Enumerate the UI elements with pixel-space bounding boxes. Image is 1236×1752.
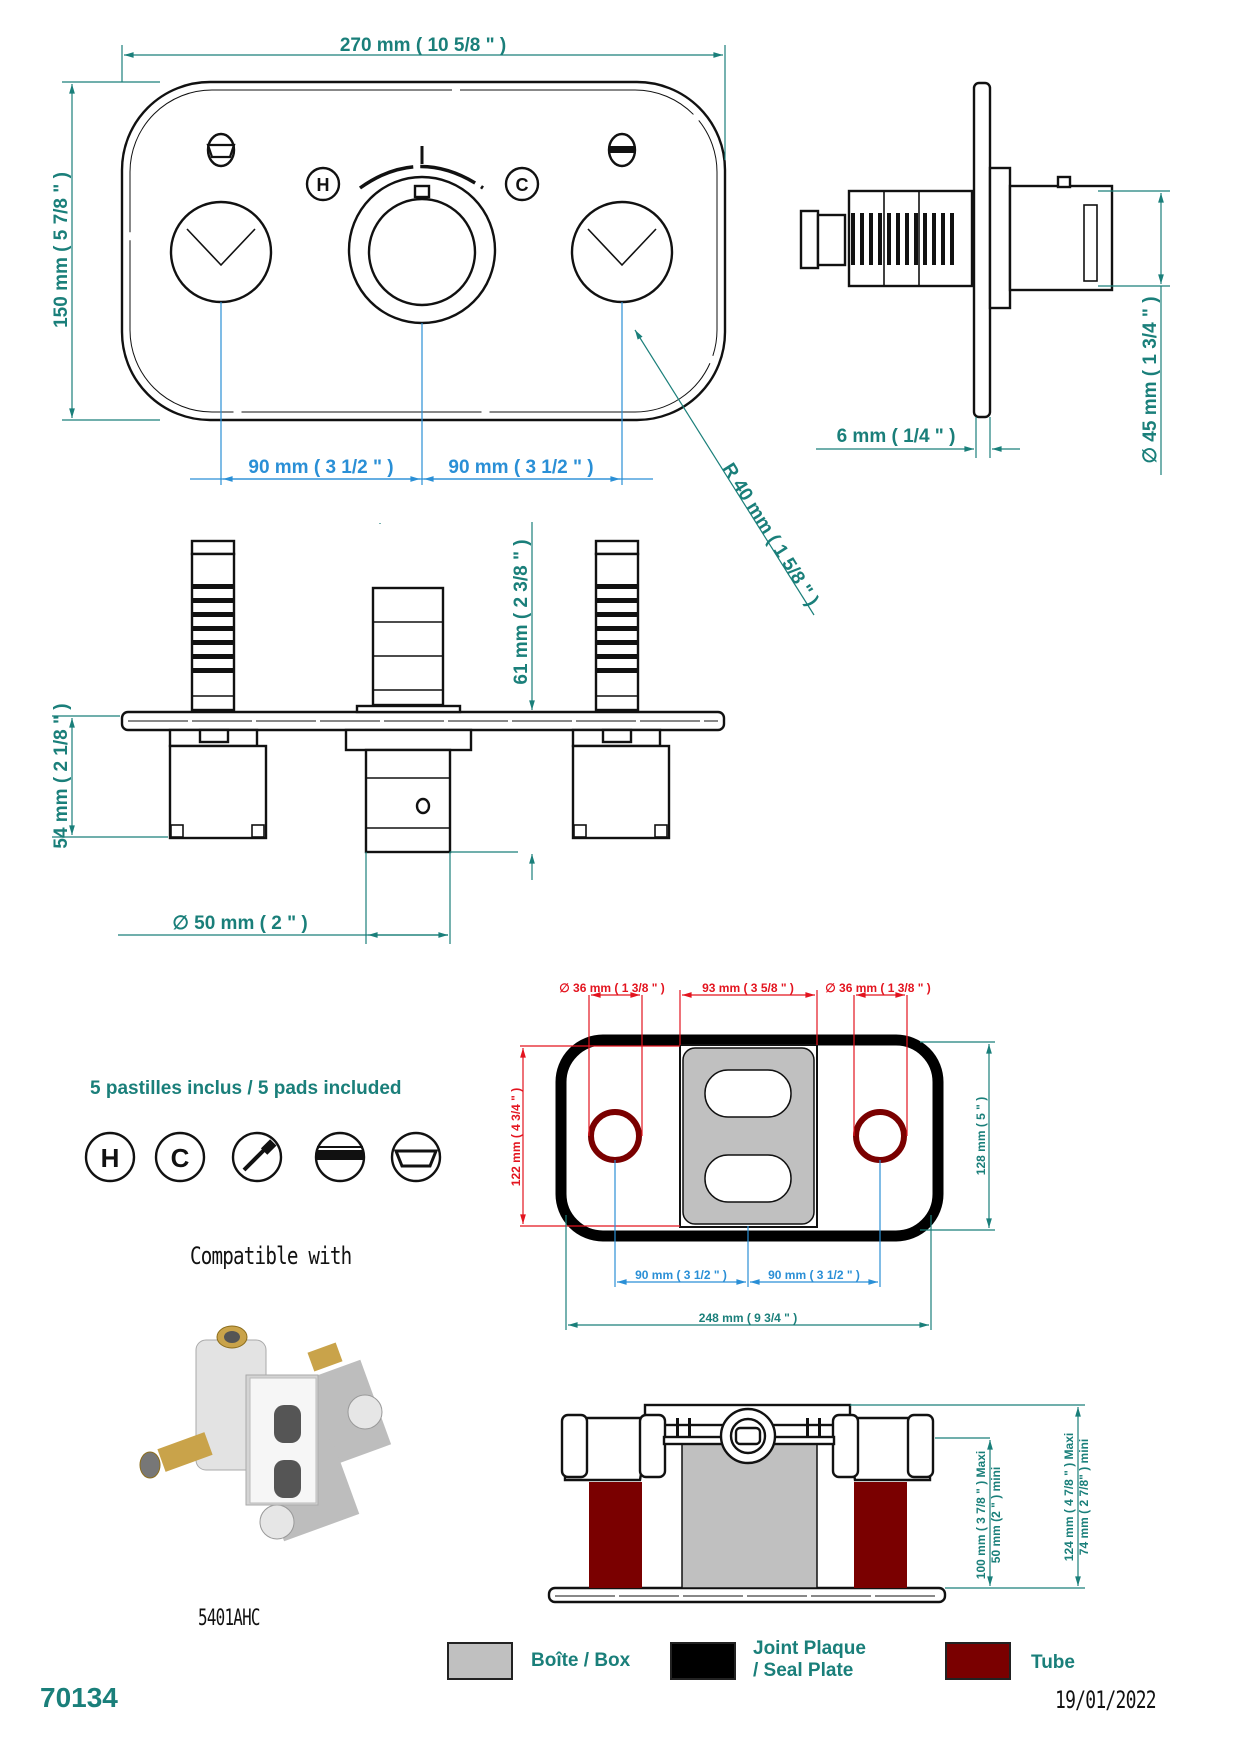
height-dimension: 150 mm ( 5 7/8 " ) [51, 172, 72, 328]
side-back-body [1008, 184, 1114, 292]
spacing-left-dimension: 90 mm ( 3 1/2 " ) [248, 457, 393, 478]
bath-tub-icon [206, 132, 236, 168]
box-width-dimension: 93 mm ( 3 5/8 " ) [702, 981, 794, 995]
side-spindle-cap [799, 209, 820, 270]
hot-icon: H [84, 1131, 136, 1183]
rain-shower-icon [607, 132, 637, 168]
legend-swatch-box [447, 1642, 513, 1680]
center-cartridge [364, 748, 452, 854]
width-dimension: 270 mm ( 10 5/8 " ) [340, 35, 506, 56]
compatible-model: 5401AHC [198, 1606, 260, 1631]
seal-plate [555, 1034, 944, 1242]
outer-height-dimension: 128 mm ( 5 " ) [974, 1097, 988, 1175]
back-depth-dimension: 54 mm ( 2 1/8 " ) [51, 703, 72, 848]
front-depth-dimension: 61 mm ( 2 3/8 " ) [511, 539, 532, 684]
right-handle-mark [587, 228, 657, 267]
left-valve-body [168, 744, 268, 840]
side-view: ∅ 45 mm ( 1 3/4 " ) 6 mm ( 1/4 " ) [799, 81, 1170, 475]
legend-swatch-tube [945, 1642, 1011, 1680]
compatible-product-image [139, 1325, 392, 1542]
outer-depth-max-dimension: 124 mm ( 4 7/8 " ) Maxi [1062, 1433, 1076, 1561]
cartridge-diameter-dimension: ∅ 50 mm ( 2 " ) [172, 913, 307, 934]
section-box [681, 1443, 818, 1589]
outer-depth-min-dimension: 74 mm ( 2 7/8" ) mini [1077, 1439, 1091, 1555]
hot-icon: H [305, 166, 341, 202]
top-view: 61 mm ( 2 3/8 " ) 54 mm ( 2 1/8 " ) ∅ 50… [51, 522, 726, 944]
left-tube-hole [588, 1109, 642, 1163]
cold-icon: C [504, 166, 540, 202]
cutout-spacing-left-dimension: 90 mm ( 3 1/2 " ) [635, 1268, 727, 1282]
thermostat-knob [367, 197, 477, 307]
center-knob [371, 586, 445, 707]
inner-depth-max-dimension: 100 mm ( 3 7/8 " ) Maxi [974, 1451, 988, 1579]
section-view: 100 mm ( 3 7/8 " ) Maxi 50 mm (2 " ) min… [547, 1403, 1091, 1604]
pad-icons: H C [84, 1131, 442, 1183]
pad-cold-glyph: C [171, 1143, 190, 1173]
right-valve-body [571, 744, 671, 840]
right-handle [570, 200, 674, 304]
left-hole-diameter-dimension: ∅ 36 mm ( 1 3/8 " ) [559, 981, 665, 995]
side-plate [972, 81, 992, 419]
side-spindle [816, 213, 847, 267]
temperature-arc [358, 164, 484, 190]
left-handle-mark [186, 228, 256, 267]
faceplate-inner-edge [129, 89, 718, 413]
cutout-spacing-right-dimension: 90 mm ( 3 1/2 " ) [768, 1268, 860, 1282]
right-tube-hole [853, 1109, 907, 1163]
legend-label-box: Boîte / Box [531, 1650, 631, 1671]
knob-indicator [413, 184, 431, 199]
legend-swatch-seal [670, 1642, 736, 1680]
pad-hot-glyph: H [101, 1143, 120, 1173]
side-diameter-dimension: ∅ 45 mm ( 1 3/4 " ) [1140, 296, 1161, 463]
rain-shower-icon [314, 1131, 366, 1183]
inner-depth-min-dimension: 50 mm (2 " ) mini [989, 1467, 1003, 1563]
reference-number: 70134 [40, 1682, 118, 1713]
compatible-label: Compatible with [190, 1242, 352, 1270]
cold-icon: C [154, 1131, 206, 1183]
legend-label-tube: Tube [1031, 1652, 1075, 1673]
overall-width-dimension: 248 mm ( 9 3/4 " ) [699, 1311, 797, 1325]
left-handle [169, 200, 273, 304]
cold-symbol: C [516, 175, 529, 195]
thickness-dimension: 6 mm ( 1/4 " ) [837, 426, 956, 447]
inner-height-dimension: 122 mm ( 4 3/4 " ) [509, 1088, 523, 1186]
section-right-tube [854, 1482, 907, 1588]
document-date: 19/01/2022 [1055, 1686, 1157, 1714]
radius-dimension: R 40 mm ( 1 5/8 " ) [718, 460, 823, 610]
bath-tub-icon [390, 1131, 442, 1183]
right-hole-diameter-dimension: ∅ 36 mm ( 1 3/8 " ) [825, 981, 931, 995]
legend-label-seal-line2: / Seal Plate [753, 1660, 854, 1681]
side-back-housing [988, 166, 1012, 310]
pads-title: 5 pastilles inclus / 5 pads included [90, 1078, 402, 1099]
front-view: H C 270 mm ( 10 5/8 " ) 150 mm ( 5 7/8 "… [51, 35, 823, 616]
hot-symbol: H [317, 175, 330, 195]
section-left-tube [589, 1482, 642, 1588]
hand-shower-icon [231, 1131, 283, 1183]
side-threads [851, 213, 954, 265]
section-plate [547, 1586, 947, 1604]
legend-label-seal-line1: Joint Plaque [753, 1638, 866, 1659]
cutout-view: ∅ 36 mm ( 1 3/8 " ) 93 mm ( 3 5/8 " ) ∅ … [509, 981, 995, 1330]
spacing-right-dimension: 90 mm ( 3 1/2 " ) [448, 457, 593, 478]
